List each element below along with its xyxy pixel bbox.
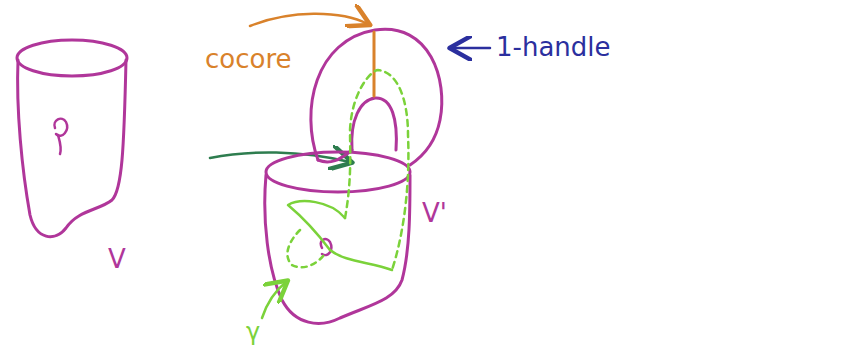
one-handle <box>311 29 442 165</box>
curve-label: γ <box>246 320 260 344</box>
handle-pointer <box>452 47 490 50</box>
surface-label: V <box>108 246 126 272</box>
cocore-label: cocore <box>205 46 292 72</box>
surface-v-prime <box>265 152 410 323</box>
surface-label: V' <box>422 200 447 226</box>
gamma-curve <box>287 70 408 270</box>
cocore-line <box>373 32 376 96</box>
cocore-leader <box>250 14 368 26</box>
gamma-leader <box>262 282 286 318</box>
handle-label: 1-handle <box>496 34 611 60</box>
surface-v <box>17 40 127 237</box>
